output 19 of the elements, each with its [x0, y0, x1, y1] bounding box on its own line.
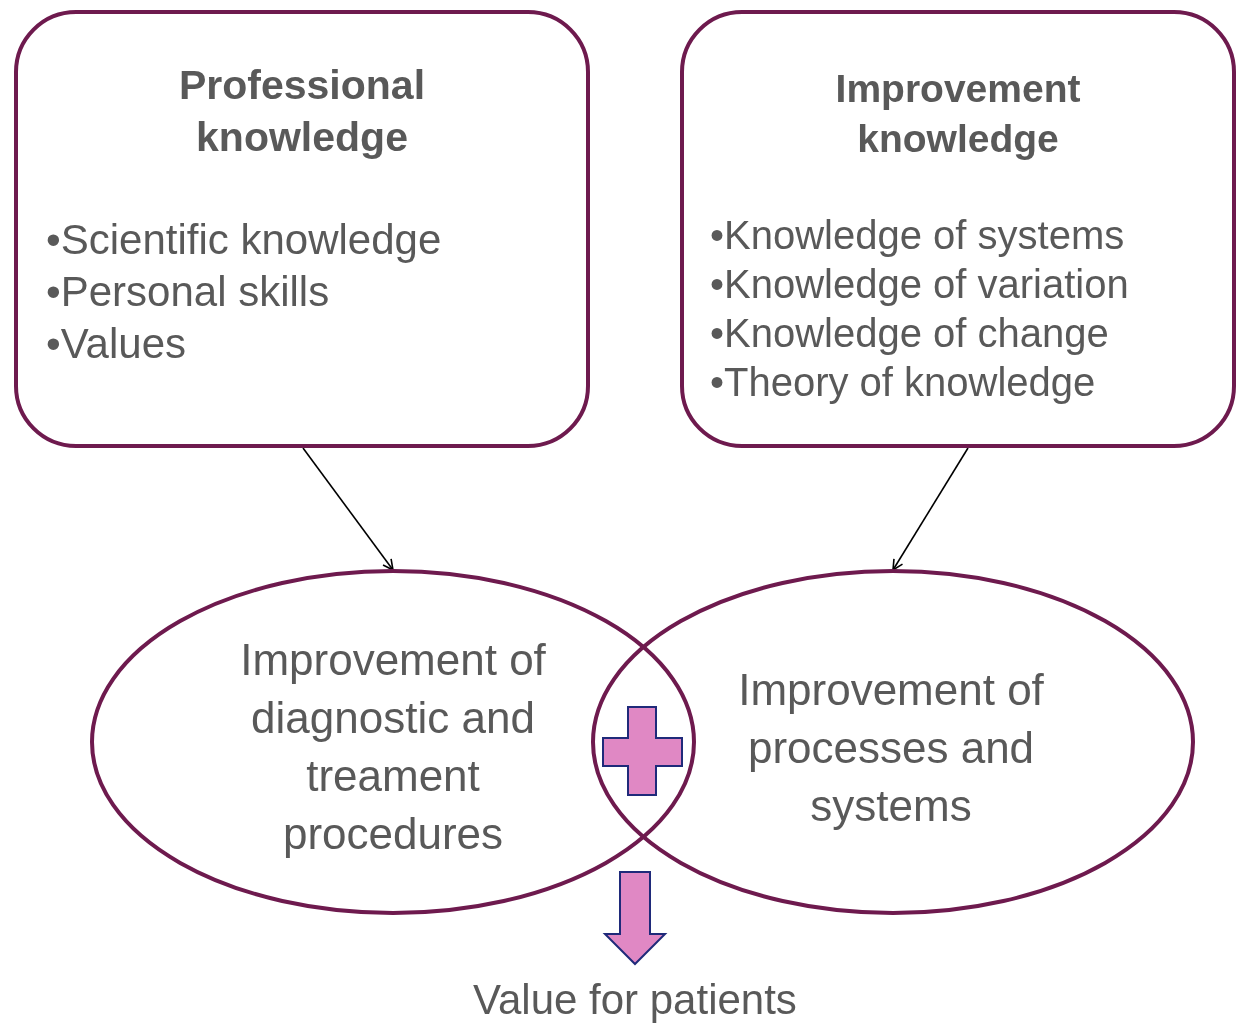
bullet-item: •Knowledge of systems	[710, 212, 1125, 259]
ellipse-text: Improvement of processes and systems	[737, 664, 1045, 832]
bullet-item: •Scientific knowledge	[46, 215, 442, 265]
knowledge-box	[14, 10, 590, 448]
arrow	[892, 447, 969, 571]
arrow	[302, 447, 394, 571]
block-arrow	[602, 871, 668, 966]
bullet-item: •Theory of knowledge	[710, 359, 1096, 406]
box-heading: Professional knowledge	[177, 61, 427, 162]
ellipse-text: Improvement of diagnostic and treament procedures	[239, 634, 547, 860]
bullet-item: •Values	[46, 319, 186, 369]
bullet-item: •Knowledge of change	[710, 310, 1109, 357]
outcome-text: Value for patients	[472, 975, 798, 1025]
box-heading: Improvement knowledge	[834, 66, 1082, 162]
bullet-item: •Personal skills	[46, 267, 330, 317]
knowledge-box	[680, 10, 1236, 448]
outcome-ellipse	[90, 569, 696, 915]
bullet-item: •Knowledge of variation	[710, 261, 1129, 308]
outcome-ellipse	[591, 569, 1195, 915]
